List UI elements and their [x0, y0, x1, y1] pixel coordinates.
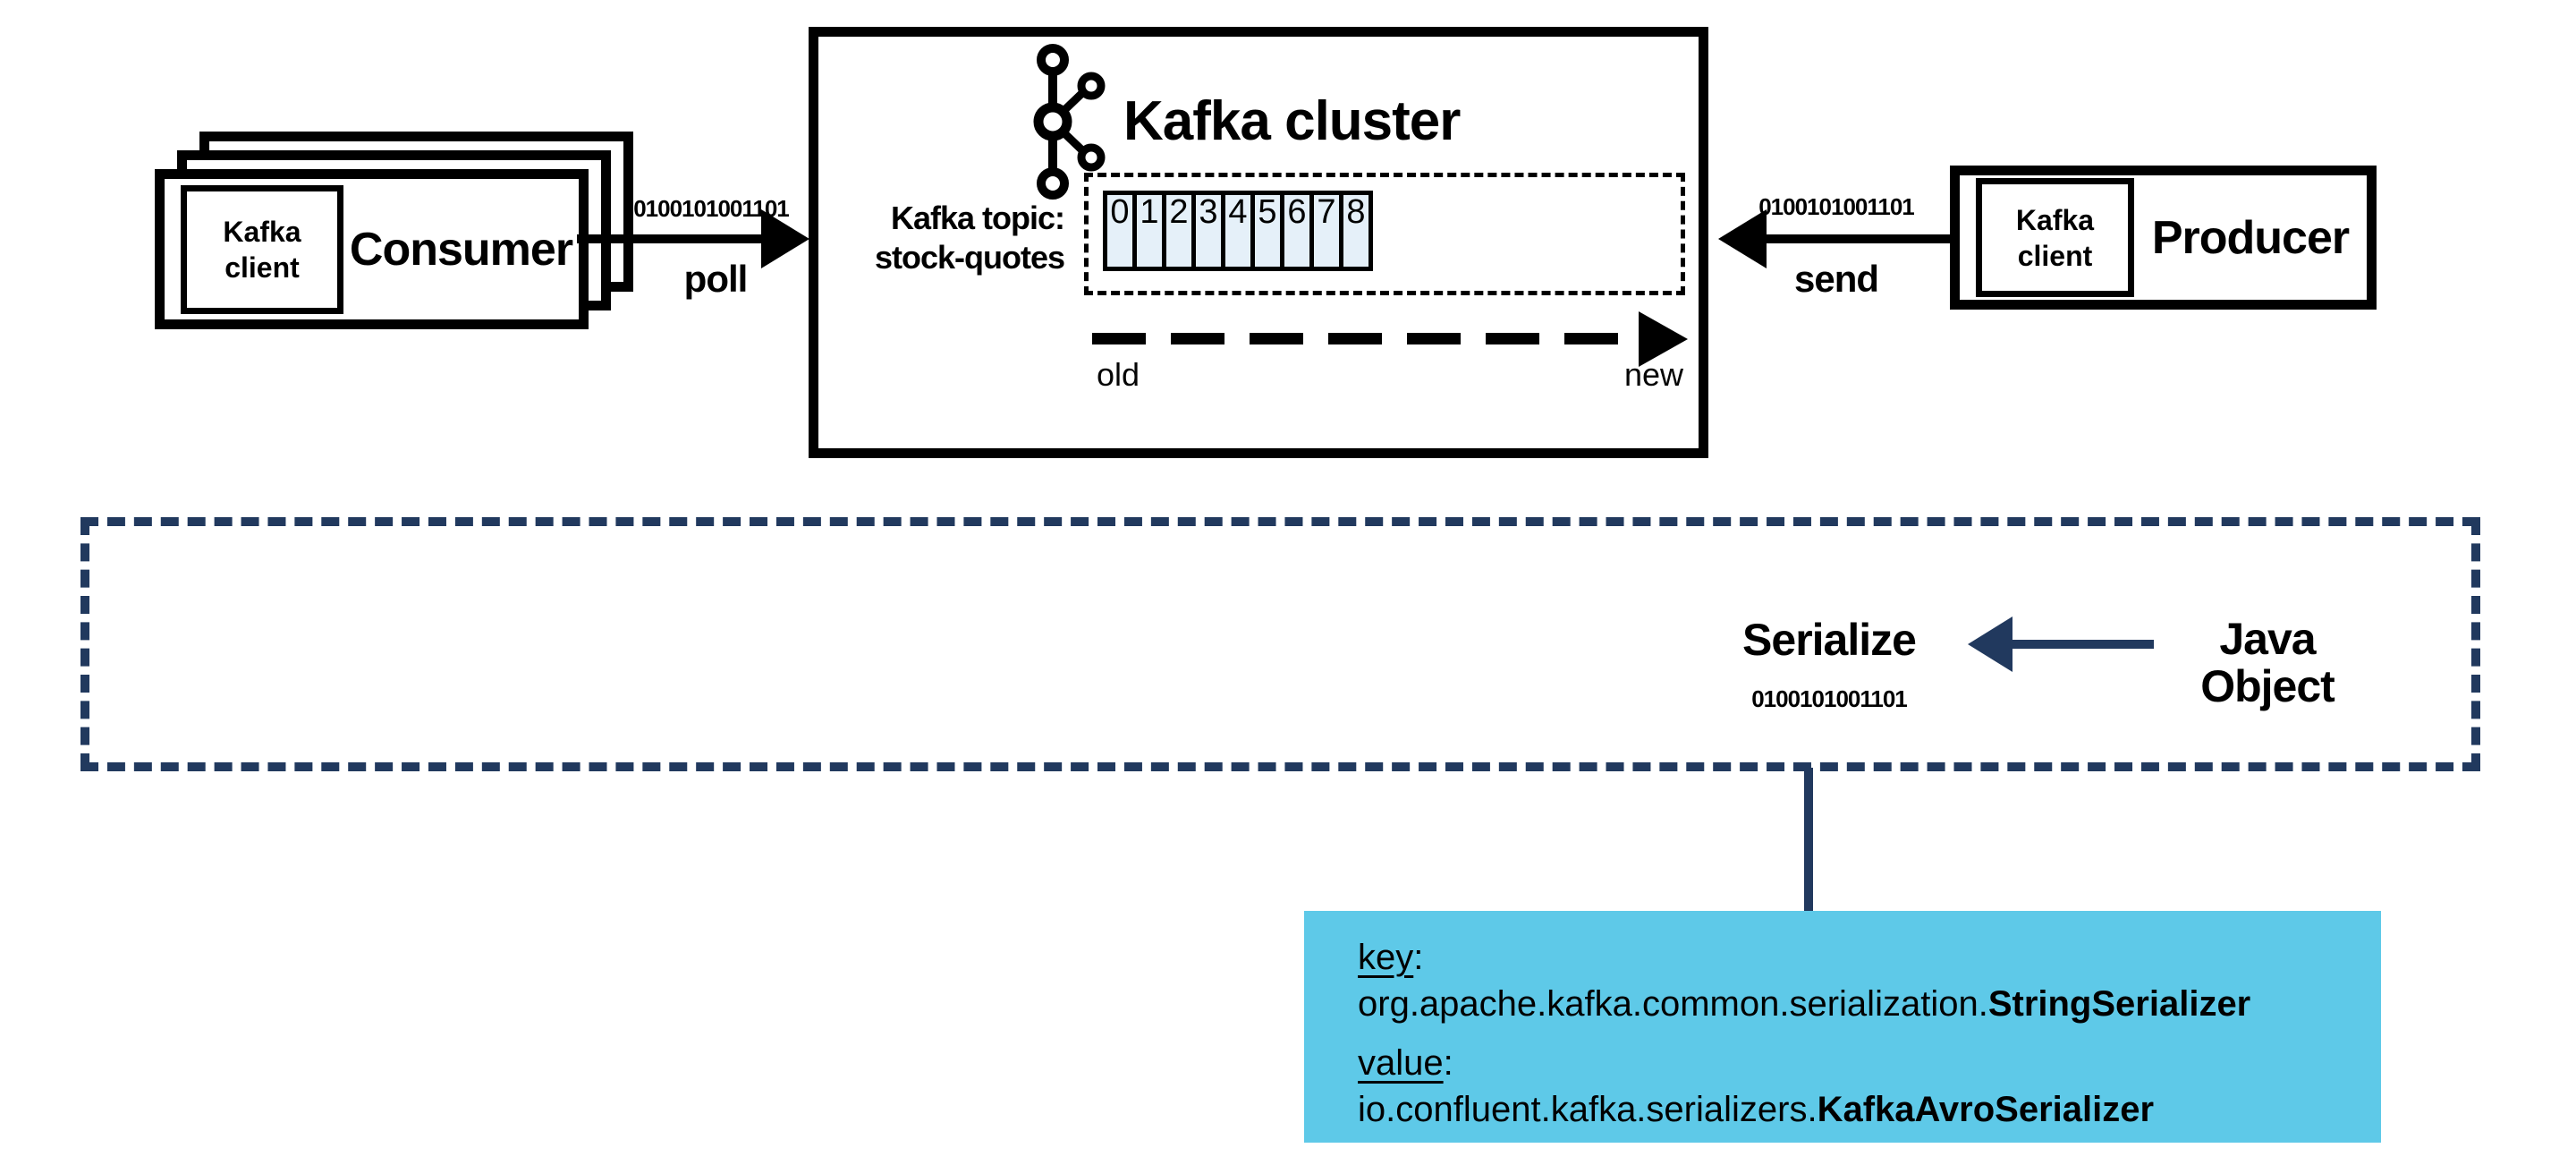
- poll-label: poll: [683, 258, 749, 300]
- config-gap: [1358, 1027, 2381, 1040]
- producer-kafka-client-box: Kafka client: [1976, 178, 2134, 297]
- partition-cell: 8: [1339, 191, 1373, 271]
- cluster-title: Kafka cluster: [1123, 90, 1461, 152]
- serialize-binary-text: 0100101001101: [1751, 685, 1908, 712]
- send-arrow-line: [1762, 234, 1952, 243]
- offset-direction-arrow-line: [1092, 333, 1642, 344]
- producer-label: Producer: [2151, 211, 2350, 264]
- serialize-arrow-line: [2009, 640, 2154, 649]
- producer-client-label-line1: Kafka: [2015, 203, 2095, 236]
- producer-box: Kafka client Producer: [1950, 166, 2377, 310]
- config-value-class: io.confluent.kafka.serializers.KafkaAvro…: [1358, 1090, 2155, 1129]
- consumer-client-label-line2: client: [225, 251, 300, 284]
- consumer-kafka-client-box: Kafka client: [181, 184, 343, 314]
- partition-cell: 5: [1250, 191, 1284, 271]
- kafka-topic-label-line1: Kafka topic:: [890, 200, 1065, 236]
- consumer-client-label-line1: Kafka: [223, 215, 301, 248]
- partition-cell: 6: [1280, 191, 1314, 271]
- consumer-box: Kafka client Consumer: [155, 169, 589, 329]
- java-object-label-line1: Java: [2219, 614, 2316, 664]
- send-binary-text: 0100101001101: [1758, 193, 1915, 220]
- old-label: old: [1097, 356, 1140, 393]
- poll-arrow-line: [577, 234, 769, 243]
- consumer-label: Consumer: [349, 223, 573, 276]
- send-arrowhead-icon: [1718, 209, 1767, 268]
- config-value-label: value:: [1358, 1043, 1453, 1083]
- kafka-logo-icon: [1033, 44, 1106, 200]
- config-connector-line: [1804, 768, 1813, 913]
- send-label: send: [1793, 258, 1879, 300]
- config-key-label: key:: [1358, 938, 1424, 977]
- poll-arrowhead-icon: [761, 209, 809, 268]
- serialize-label: Serialize: [1742, 615, 1917, 665]
- java-object-label: Java Object: [2165, 616, 2370, 710]
- kafka-topic-label-line2: stock-quotes: [874, 239, 1065, 276]
- kafka-topic-label: Kafka topic: stock-quotes: [787, 199, 1065, 277]
- serializer-config-box: key: org.apache.kafka.common.serializati…: [1304, 911, 2381, 1143]
- offset-direction-arrowhead-icon: [1639, 311, 1688, 367]
- java-object-label-line2: Object: [2200, 661, 2335, 711]
- serialize-arrowhead-icon: [1968, 617, 2012, 672]
- serialization-zone-box: [80, 517, 2480, 771]
- producer-client-label-line2: client: [2017, 239, 2093, 272]
- config-key-class: org.apache.kafka.common.serialization.St…: [1358, 984, 2251, 1024]
- partition-cell: 4: [1221, 191, 1255, 271]
- new-label: new: [1623, 356, 1683, 393]
